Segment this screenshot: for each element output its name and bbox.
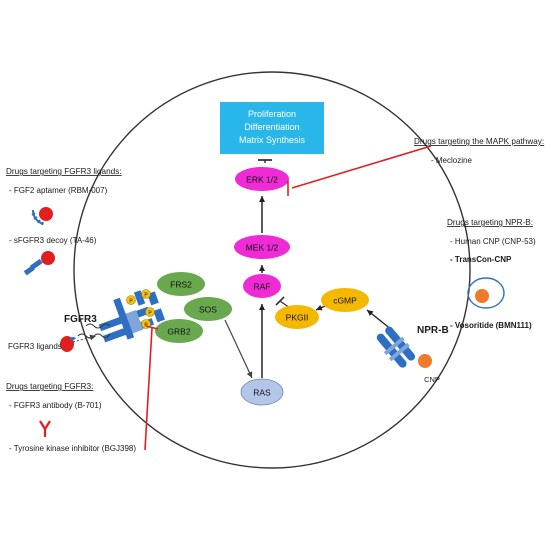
phospho-tag-1-label: P: [129, 298, 133, 304]
fgfr3-ligands-label: FGFR3 ligands: [8, 342, 62, 351]
sos-label: SOS: [199, 304, 217, 314]
cgmp-to-pkgii-edge: [315, 304, 326, 311]
phospho-tag-3-label: P: [148, 310, 152, 316]
output-line-3: Matrix Synthesis: [239, 135, 306, 145]
antibody-icon: [39, 420, 51, 437]
phospho-tag-2: [141, 289, 151, 299]
mapk-drug-item-1: - Meclozine: [431, 156, 472, 165]
nprb-drug-item-3: - Vosoritide (BMN111): [450, 321, 532, 330]
ligand-drugs-title: Drugs targeting FGFR3 ligands:: [6, 167, 122, 176]
ligand-drug-item-2: - sFGFR3 decoy (TA-46): [9, 236, 97, 245]
nprb-drugs-title: Drugs targeting NPR-B:: [447, 218, 533, 227]
nprb-drug-item-1: - Human CNP (CNP-53): [450, 237, 536, 246]
cnp-ligand: [418, 354, 432, 368]
npr-b-label: NPR-B: [417, 325, 449, 336]
pkgii-node: [275, 305, 319, 329]
erk-node: [235, 167, 289, 191]
ras-label: RAS: [253, 387, 271, 397]
mek-label: MEK 1/2: [246, 242, 279, 252]
grb2-label: GRB2: [167, 326, 190, 336]
mek-node: [234, 235, 290, 259]
frs2-label: FRS2: [170, 279, 192, 289]
phospho-tag-3: [145, 307, 155, 317]
output-line-2: Differentiation: [244, 122, 299, 132]
cgmp-node: [321, 288, 369, 312]
ras-node: [240, 378, 284, 406]
cell-membrane: [73, 71, 471, 469]
tki-inhibition-bar: [145, 325, 159, 330]
fgfr3-ligand-icon: [60, 336, 76, 352]
pkgii-label: PKGII: [286, 312, 309, 322]
sos-node: [184, 297, 232, 321]
sfgfr3-decoy-icon: [23, 251, 55, 276]
transcon-cnp-icon: [467, 277, 505, 309]
fgfr3-drug-item-2: - Tyrosine kinase inhibitor (BGJ398): [9, 444, 136, 453]
tki-inhibition-line: [144, 327, 153, 451]
raf-label: RAF: [254, 281, 271, 291]
cnp-label: CNP: [424, 375, 440, 384]
grb2-node: [155, 319, 203, 343]
npr-b-receptor: [376, 326, 432, 368]
meclozine-inhibition-line: [291, 145, 432, 189]
output-box: [220, 102, 324, 154]
ligand-drug-item-1: - FGF2 aptamer (RBM-007): [9, 186, 108, 195]
mapk-drugs-title: Drugs targeting the MAPK pathway:: [414, 137, 544, 146]
fgfr3-drug-item-1: - FGFR3 antibody (B-701): [9, 401, 102, 410]
fgfr3-extracellular-chain-2: [85, 323, 111, 329]
fgf2-aptamer-icon: [31, 207, 53, 226]
erk-label: ERK 1/2: [246, 174, 278, 184]
pkgii-raf-bar: [275, 296, 285, 306]
cgmp-label: cGMP: [333, 295, 357, 305]
fgfr3-label: FGFR3: [64, 314, 97, 325]
phospho-tag-2-label: P: [144, 292, 148, 298]
ligand-binding-edge: [72, 334, 97, 343]
fgfr3-drugs-title: Drugs targeting FGFR3:: [6, 382, 93, 391]
phospho-tag-1: [126, 295, 136, 305]
output-line-1: Proliferation: [248, 109, 296, 119]
raf-node: [243, 274, 281, 298]
nprb-to-cgmp-edge: [366, 309, 393, 331]
frs2-node: [157, 272, 205, 296]
sos-to-ras-edge: [224, 319, 253, 379]
nprb-drug-item-2: - TransCon-CNP: [450, 255, 512, 264]
